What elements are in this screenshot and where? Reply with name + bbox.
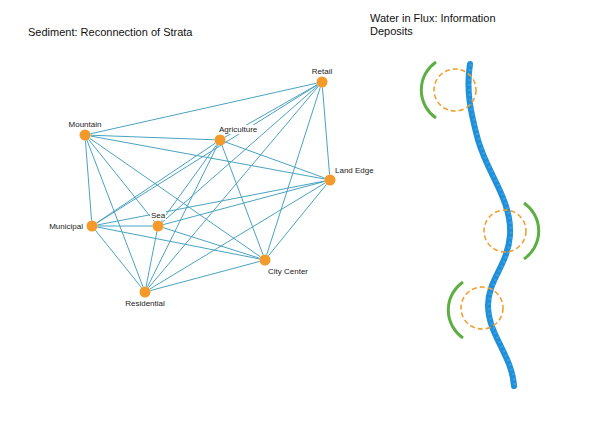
node-dot: Sea xyxy=(152,220,164,232)
connector-line xyxy=(147,145,217,287)
dot-shape xyxy=(324,174,336,186)
connector-line xyxy=(163,228,260,259)
deposit-arc xyxy=(421,62,436,118)
connector-line xyxy=(97,227,259,259)
river xyxy=(468,64,514,386)
dot-shape xyxy=(86,220,98,232)
connector-line xyxy=(161,144,217,221)
connector-line xyxy=(146,231,157,286)
river-texture xyxy=(469,64,515,386)
dot-shape xyxy=(152,220,164,232)
dot-shape xyxy=(79,129,91,141)
node-label: Agriculture xyxy=(218,125,258,134)
dot xyxy=(80,130,91,141)
connector-line xyxy=(97,181,324,225)
connector-line xyxy=(225,142,325,178)
deposit-circle xyxy=(484,210,526,252)
node-label: Sea xyxy=(150,211,166,220)
connector-line xyxy=(150,261,259,290)
node-dot: Municipal xyxy=(86,220,98,232)
connector-line xyxy=(150,183,326,289)
dot xyxy=(140,287,151,298)
node-label: City Center xyxy=(267,267,309,276)
node-label: Municipal xyxy=(48,222,84,231)
section-title: Water in Flux: Information Deposits xyxy=(370,12,515,38)
dot xyxy=(87,221,98,232)
node-label: Retail xyxy=(311,67,333,76)
node-dot: Retail xyxy=(316,76,328,88)
connector-line xyxy=(163,181,324,224)
connector-line xyxy=(268,184,326,255)
connector-line xyxy=(88,139,154,221)
node-dot: Agriculture xyxy=(214,134,226,146)
deposit-circle xyxy=(434,69,476,111)
connector-line xyxy=(267,87,321,255)
connector-line xyxy=(87,140,143,287)
connector-line xyxy=(97,85,318,223)
connector-line xyxy=(95,230,141,287)
deposit-circle xyxy=(461,287,503,329)
dot xyxy=(260,255,271,266)
dot-shape xyxy=(316,76,328,88)
node-dot: Mountain xyxy=(79,129,91,141)
deposit-arc xyxy=(524,203,539,259)
diagram-title: Sediment: Reconnection of Strata xyxy=(28,26,198,39)
dot xyxy=(153,221,164,232)
dot xyxy=(317,77,328,88)
node-label: Land Edge xyxy=(334,166,375,175)
dot-shape xyxy=(259,254,271,266)
node-dot: City Center xyxy=(259,254,271,266)
dot xyxy=(325,175,336,186)
connector-line xyxy=(97,143,216,223)
connector-line xyxy=(98,226,153,227)
node-label: Mountain xyxy=(68,120,103,129)
dot-shape xyxy=(139,286,151,298)
dot xyxy=(215,135,226,146)
connector-line xyxy=(90,138,261,257)
deposit-arc xyxy=(448,282,463,338)
connector-line xyxy=(85,140,91,220)
node-dot: Land Edge xyxy=(324,174,336,186)
connector-line xyxy=(90,83,316,134)
dot-shape xyxy=(214,134,226,146)
connector-line xyxy=(322,87,329,174)
node-label: Residential xyxy=(124,299,166,308)
node-dot: Residential xyxy=(139,286,151,298)
